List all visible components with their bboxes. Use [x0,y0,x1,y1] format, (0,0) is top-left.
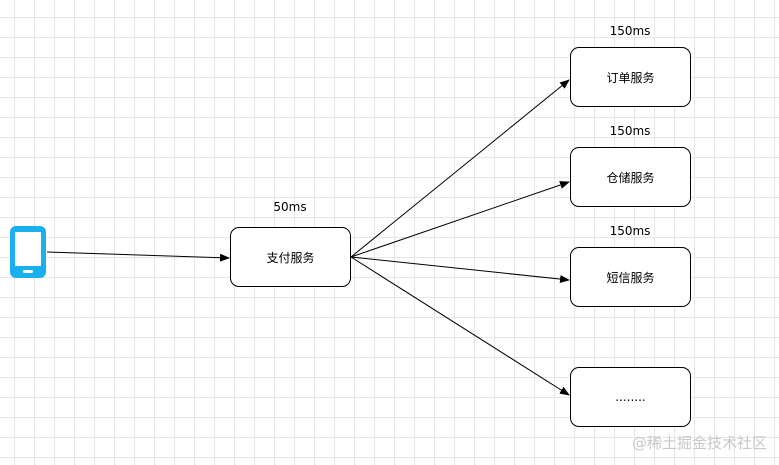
payment-service-node: 支付服务 [230,227,351,287]
order-service-node: 订单服务 [570,47,691,107]
warehouse-latency-label: 150ms [609,124,651,138]
sms-latency-label: 150ms [609,224,651,238]
watermark-text: @稀土掘金技术社区 [631,434,767,452]
edge-payment-to-warehouse [350,181,570,258]
edge-phone-to-payment [46,251,230,262]
more-services-node: ........ [570,367,691,427]
order-latency-label: 150ms [609,24,651,38]
mobile-phone-icon [9,226,47,278]
edge-payment-to-order [350,79,570,258]
payment-latency-label: 50ms [273,200,307,214]
sms-service-node: 短信服务 [570,247,691,307]
edge-payment-to-sms [350,256,570,284]
edge-payment-to-more [350,256,570,396]
warehouse-service-node: 仓储服务 [570,147,691,207]
